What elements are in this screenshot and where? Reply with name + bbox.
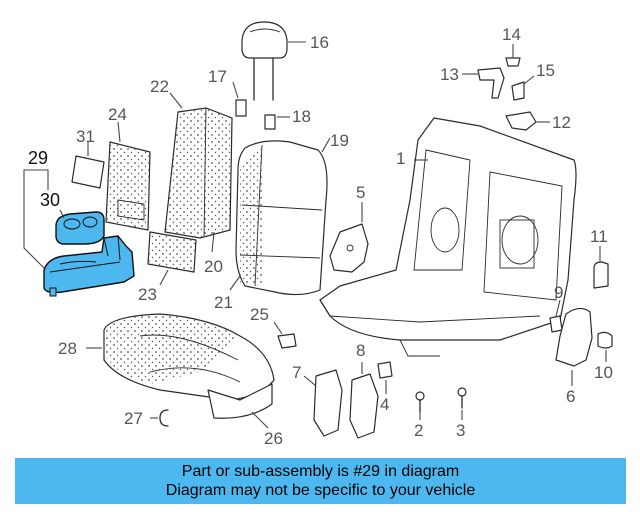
- bracket-5: [329, 202, 369, 273]
- callout-labels: 1 2 3 4 5 6 7 8 9 10 11 12 13 14 15 16 1…: [28, 25, 613, 448]
- banner-line-1: Part or sub-assembly is #29 in diagram: [181, 463, 460, 480]
- headrest-guide-18: [264, 114, 290, 130]
- armrest-29: [23, 169, 135, 297]
- headrest-part: [241, 21, 306, 101]
- seatback-pad-22: [164, 92, 233, 239]
- cover-15: [511, 75, 535, 101]
- leader-21: [229, 275, 241, 291]
- callout-21: 21: [214, 293, 233, 312]
- seat-frame-1: [319, 117, 577, 357]
- callout-28: 28: [58, 339, 77, 358]
- info-banner: Part or sub-assembly is #29 in diagram D…: [15, 458, 626, 504]
- bracket-13: [462, 67, 505, 99]
- callout-4: 4: [380, 395, 389, 414]
- clip-4: [377, 361, 393, 394]
- callout-6: 6: [566, 387, 575, 406]
- seat-frame-26: [207, 383, 273, 429]
- leader-20: [211, 231, 215, 253]
- callout-2: 2: [414, 421, 423, 440]
- callout-31: 31: [76, 127, 95, 146]
- callout-3: 3: [456, 421, 465, 440]
- callout-14: 14: [502, 25, 521, 44]
- callout-17: 17: [208, 67, 227, 86]
- callout-5: 5: [356, 183, 365, 202]
- panel-31: [71, 142, 105, 189]
- callout-25: 25: [250, 305, 269, 324]
- bolt-2: [415, 391, 425, 420]
- back-panel-24: [105, 121, 151, 231]
- cover-11: [593, 246, 609, 289]
- callout-29: 29: [28, 148, 48, 168]
- callout-9: 9: [554, 283, 563, 302]
- bolt-14: [505, 44, 521, 67]
- callout-19: 19: [330, 131, 349, 150]
- callout-27: 27: [124, 409, 143, 428]
- callout-23: 23: [138, 285, 157, 304]
- callout-30: 30: [40, 190, 60, 210]
- callout-12: 12: [552, 113, 571, 132]
- callout-8: 8: [356, 341, 365, 360]
- callout-15: 15: [536, 61, 555, 80]
- headrest-guide-17: [232, 81, 247, 117]
- callout-18: 18: [292, 107, 311, 126]
- callout-11: 11: [590, 227, 608, 246]
- bracket-12: [505, 111, 550, 131]
- banner-line-2: Diagram may not be specific to your vehi…: [165, 482, 476, 499]
- parts-diagram: 1 2 3 4 5 6 7 8 9 10 11 12 13 14 15 16 1…: [23, 21, 613, 448]
- callout-7: 7: [292, 363, 301, 382]
- bolt-3: [457, 387, 467, 420]
- callout-20: 20: [204, 257, 223, 276]
- cover-8: [349, 362, 379, 439]
- seatback-cover-19: [235, 137, 331, 296]
- hook-27: [150, 409, 169, 427]
- callout-1: 1: [396, 149, 405, 168]
- cover-7: [303, 369, 343, 437]
- cupholder-30: [55, 209, 105, 245]
- callout-13: 13: [440, 65, 459, 84]
- callout-16: 16: [310, 33, 329, 52]
- knob-10: [597, 331, 613, 362]
- seat-cushion-28: [86, 313, 275, 401]
- clip-25: [273, 321, 297, 349]
- callout-10: 10: [594, 363, 613, 382]
- callout-24: 24: [108, 105, 127, 124]
- block-23: [147, 231, 197, 286]
- trim-6: [555, 307, 593, 386]
- callout-22: 22: [150, 77, 169, 96]
- callout-26: 26: [264, 429, 283, 448]
